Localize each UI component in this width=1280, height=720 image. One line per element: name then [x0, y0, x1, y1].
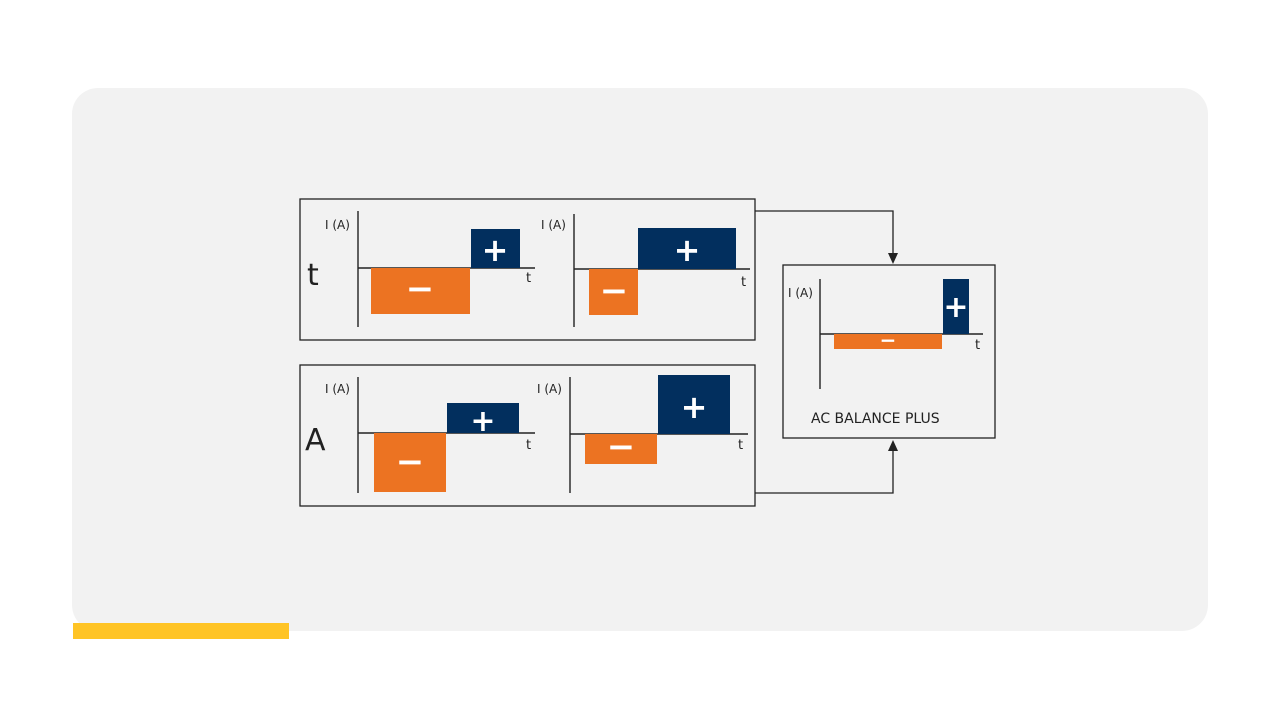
waveform-chart: I (A) t − + — [325, 211, 535, 327]
negative-pulse — [374, 433, 446, 492]
y-axis-label: I (A) — [325, 382, 350, 396]
accent-bar — [73, 623, 289, 639]
negative-pulse — [585, 434, 657, 464]
row-t-frame — [299, 198, 756, 341]
row-a-frame — [299, 364, 756, 507]
negative-sign: − — [396, 442, 425, 482]
positive-pulse — [471, 229, 520, 268]
waveform-chart: I (A) t − + — [325, 377, 535, 493]
negative-sign: − — [406, 269, 435, 309]
x-axis-label: t — [975, 338, 980, 353]
negative-pulse — [834, 334, 942, 349]
positive-sign: + — [470, 404, 495, 439]
positive-pulse — [943, 279, 969, 334]
negative-sign: − — [607, 427, 636, 467]
connector-line — [755, 210, 894, 257]
y-axis-label: I (A) — [788, 286, 813, 300]
row-a-group: A I (A) t − + I (A) t − + — [299, 364, 756, 507]
negative-sign: − — [880, 328, 897, 352]
positive-sign: + — [681, 388, 708, 426]
row-label-t: t — [307, 258, 319, 293]
y-axis-label: I (A) — [541, 218, 566, 232]
connector-top — [755, 210, 898, 264]
negative-pulse — [589, 269, 638, 315]
arrow-up-icon — [888, 440, 898, 451]
result-caption: AC BALANCE PLUS — [811, 411, 940, 427]
arrow-down-icon — [888, 253, 898, 264]
x-axis-label: t — [738, 438, 743, 453]
row-t-group: t I (A) t − + I (A) t − + — [299, 198, 756, 341]
connector-line — [755, 447, 894, 494]
y-axis-label: I (A) — [537, 382, 562, 396]
positive-pulse — [638, 228, 736, 269]
x-axis-label: t — [741, 275, 746, 290]
positive-pulse — [658, 375, 730, 434]
content-card — [72, 88, 1208, 631]
negative-pulse — [371, 268, 470, 314]
result-frame — [782, 264, 996, 439]
x-axis-label: t — [526, 438, 531, 453]
result-group: I (A) t − + AC BALANCE PLUS — [782, 264, 996, 439]
row-label-a: A — [305, 423, 326, 458]
x-axis-label: t — [526, 271, 531, 286]
positive-sign: + — [943, 290, 968, 325]
positive-pulse — [447, 403, 519, 433]
y-axis-label: I (A) — [325, 218, 350, 232]
negative-sign: − — [600, 271, 629, 311]
positive-sign: + — [674, 231, 701, 269]
positive-sign: + — [482, 231, 509, 269]
waveform-chart: I (A) t − + — [537, 375, 748, 493]
connector-bottom — [755, 440, 898, 494]
waveform-chart: I (A) t − + — [541, 214, 750, 327]
waveform-chart: I (A) t − + — [788, 279, 983, 389]
